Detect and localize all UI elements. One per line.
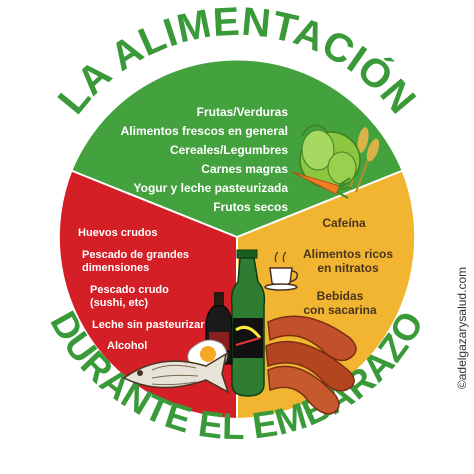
green-item: Carnes magras (201, 162, 288, 176)
red-item: Pescado de grandes (82, 249, 189, 261)
divider-left (69, 169, 238, 238)
red-item: Leche sin pasteurizar (92, 319, 205, 331)
sausage-icon (265, 315, 357, 415)
yellow-item: Bebidas (317, 289, 364, 303)
carrot-icon (291, 171, 353, 199)
green-item: Frutas/Verduras (197, 105, 289, 119)
red-item: (sushi, etc) (90, 297, 148, 309)
green-sector (72, 60, 402, 237)
green-item: Alimentos frescos en general (121, 124, 288, 138)
red-item: Pescado crudo (90, 284, 169, 296)
yellow-item: en nitratos (317, 261, 379, 275)
red-item: Huevos crudos (78, 227, 157, 239)
green-item: Frutos secos (213, 200, 288, 214)
wheat-icon (349, 127, 380, 193)
red-items: Huevos crudos Pescado de grandes dimensi… (78, 227, 205, 352)
divider-right (236, 169, 405, 238)
green-item: Yogur y leche pasteurizada (134, 181, 289, 195)
red-item: Alcohol (107, 340, 147, 352)
yellow-item: con sacarina (303, 303, 377, 317)
lettuce-icon (299, 124, 361, 189)
coffee-cup-icon (264, 251, 299, 291)
fish-icon (122, 352, 230, 394)
green-item: Cereales/Legumbres (170, 143, 288, 157)
red-item: dimensiones (82, 262, 149, 274)
soda-bottle-icon (230, 249, 266, 397)
yellow-items: Cafeína Alimentos ricos en nitratos Bebi… (303, 216, 393, 317)
credit-text: ©adelgazarysalud.com (455, 267, 469, 389)
green-items: Frutas/Verduras Alimentos frescos en gen… (121, 105, 289, 214)
yellow-item: Alimentos ricos (303, 247, 393, 261)
yellow-item: Cafeína (322, 216, 366, 230)
